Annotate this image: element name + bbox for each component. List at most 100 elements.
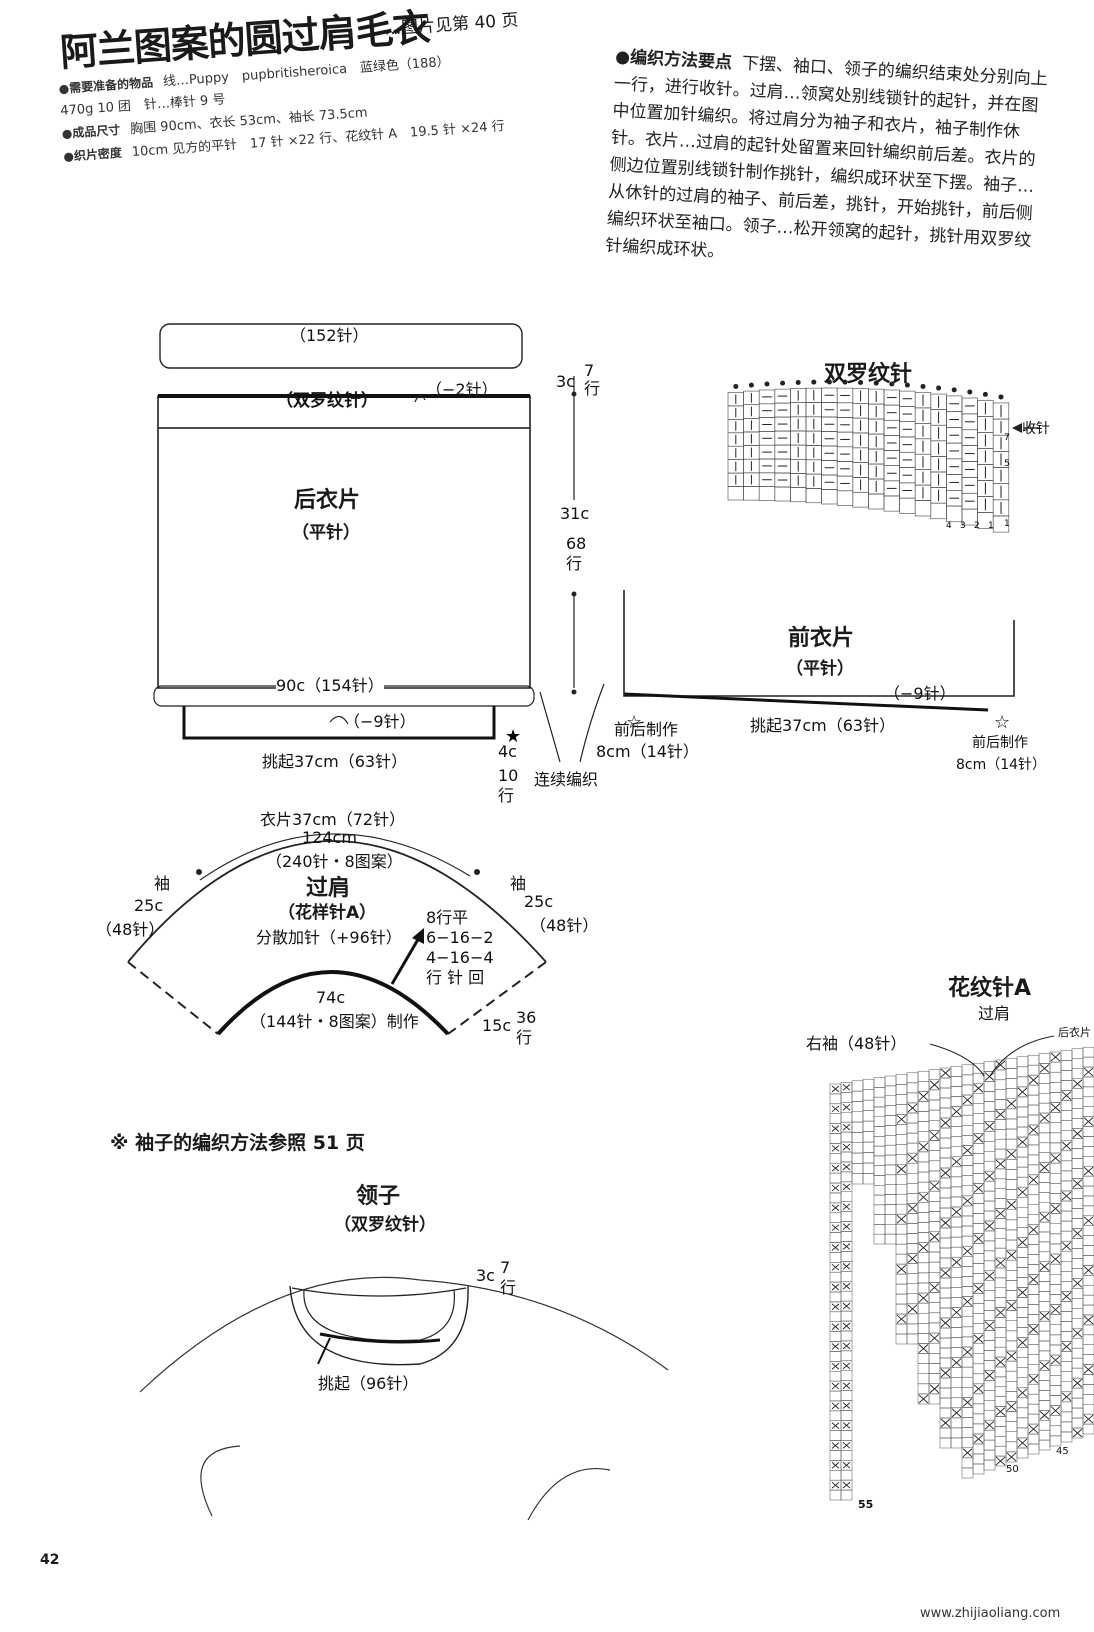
pattern-a-cell — [1049, 1082, 1062, 1093]
pattern-a-cell — [873, 1155, 886, 1166]
pattern-a-cell — [1027, 1393, 1040, 1405]
pattern-a-cable-symbol — [1050, 1153, 1061, 1163]
pattern-a-cable-symbol — [951, 1107, 962, 1116]
pattern-a-cell — [972, 1443, 985, 1455]
pattern-a-cell — [928, 1120, 941, 1131]
pattern-a-cell — [950, 1166, 963, 1178]
pattern-a-cell — [1038, 1152, 1051, 1163]
pattern-a-cell — [1060, 1411, 1073, 1423]
pattern-a-cell — [862, 1110, 875, 1122]
pattern-a-cell — [983, 1390, 996, 1401]
back-pickup-label: 挑起37cm（63针） — [262, 752, 408, 771]
pattern-a-title: 花纹针A — [948, 976, 1032, 1001]
pattern-a-cable-symbol — [984, 1271, 995, 1281]
pattern-a-row-50: 50 — [1006, 1464, 1019, 1475]
back-title: 后衣片 — [294, 488, 361, 513]
pattern-a-cell — [906, 1072, 919, 1084]
pattern-a-cable-symbol — [962, 1146, 973, 1155]
pattern-a-cable-symbol — [1083, 1365, 1094, 1374]
pattern-a-cell — [829, 1093, 842, 1105]
pattern-a-cell — [1016, 1417, 1029, 1429]
pattern-a-twist-symbol — [842, 1084, 851, 1091]
pattern-a-cell — [873, 1204, 886, 1215]
pattern-a-cell — [1082, 1185, 1094, 1197]
pattern-a-cell — [873, 1165, 886, 1176]
pattern-a-cell — [1082, 1284, 1094, 1296]
pattern-a-cable-symbol — [995, 1060, 1006, 1070]
pattern-a-cell — [1005, 1138, 1018, 1150]
pattern-a-cell — [1071, 1048, 1084, 1060]
pattern-a-cable-symbol — [1006, 1099, 1017, 1109]
pattern-a-cell — [1071, 1337, 1084, 1349]
pattern-a-cell — [1049, 1213, 1062, 1224]
pattern-a-cell — [972, 1213, 985, 1224]
pattern-a-cell — [950, 1277, 963, 1288]
pattern-a-cell — [983, 1240, 996, 1252]
pattern-a-cell — [884, 1125, 897, 1136]
pattern-a-cell — [1027, 1314, 1040, 1325]
pattern-a-cell — [961, 1417, 974, 1428]
pattern-a-cell — [1038, 1172, 1051, 1183]
pattern-a-cell — [1016, 1076, 1029, 1088]
pattern-a-cell — [939, 1127, 952, 1139]
pattern-a-cell — [983, 1429, 996, 1441]
pattern-a-cell — [950, 1186, 963, 1198]
pattern-a-cable-symbol — [984, 1171, 995, 1181]
yoke-depth: 4c — [498, 742, 517, 761]
pattern-a-twist-symbol — [831, 1145, 840, 1152]
pattern-a-cable-symbol — [984, 1371, 995, 1380]
pattern-a-cell — [1005, 1068, 1018, 1079]
pattern-a-twist-symbol — [842, 1402, 851, 1409]
rib-chart-bindoff-dot — [795, 379, 801, 385]
pattern-a-cell — [950, 1126, 963, 1137]
pattern-a-cell — [1016, 1297, 1029, 1308]
pattern-a-cell — [1049, 1092, 1062, 1103]
rib-chart-cell — [836, 490, 854, 506]
pattern-a-cable-symbol — [1017, 1438, 1028, 1448]
pattern-a-cell — [840, 1350, 853, 1362]
sleeve-mark-right — [474, 869, 480, 875]
pattern-a-cell — [961, 1437, 974, 1449]
continue-arrow-1 — [539, 691, 561, 763]
pattern-a-cell — [1060, 1371, 1073, 1383]
pattern-a-cell — [961, 1326, 974, 1338]
pattern-a-cell — [873, 1224, 886, 1235]
collar-shoulder-line — [139, 1276, 669, 1393]
pattern-a-cell — [1027, 1433, 1040, 1445]
rib-chart-col-number: 3 — [960, 521, 966, 531]
pattern-a-cell — [1049, 1274, 1062, 1285]
pattern-a-cell — [873, 1145, 886, 1157]
pattern-a-cell — [1027, 1144, 1040, 1156]
pattern-a-twist-symbol — [831, 1105, 840, 1113]
pattern-a-cable-symbol — [1028, 1175, 1039, 1185]
pattern-a-cell — [917, 1070, 930, 1082]
pattern-a-cell — [1005, 1340, 1018, 1352]
pattern-a-twist-symbol — [831, 1224, 840, 1231]
pattern-a-cell — [994, 1089, 1007, 1100]
pattern-a-cell — [1060, 1160, 1073, 1172]
pattern-a-cell — [1027, 1413, 1040, 1425]
pattern-a-cell — [906, 1243, 919, 1254]
pattern-a-cell — [1038, 1202, 1051, 1213]
pattern-a-cable-symbol — [1061, 1141, 1072, 1151]
pattern-a-twist-symbol — [842, 1282, 851, 1290]
pattern-a-cable-symbol — [995, 1308, 1006, 1317]
pattern-a-cell — [895, 1094, 908, 1105]
pattern-a-cell — [928, 1261, 941, 1273]
yoke-sleeve-left-width: 25c — [134, 896, 164, 915]
pattern-a-cell — [851, 1142, 864, 1154]
pattern-a-cell — [1005, 1209, 1018, 1221]
pattern-a-cell — [829, 1252, 842, 1263]
pattern-a-twist-symbol — [831, 1442, 840, 1449]
pattern-a-cable-symbol — [1050, 1204, 1061, 1213]
pattern-a-cable-symbol — [1083, 1266, 1094, 1275]
pattern-a-cell — [928, 1292, 941, 1303]
pattern-a-cell — [983, 1360, 996, 1371]
pattern-a-cable-symbol — [984, 1221, 995, 1231]
rib-chart-cell — [868, 493, 885, 510]
pattern-a-cell — [983, 1180, 996, 1192]
pattern-a-cell — [873, 1106, 886, 1118]
pattern-a-cell — [928, 1272, 941, 1283]
pattern-a-cell — [1016, 1357, 1029, 1368]
pattern-a-cell — [895, 1333, 908, 1345]
